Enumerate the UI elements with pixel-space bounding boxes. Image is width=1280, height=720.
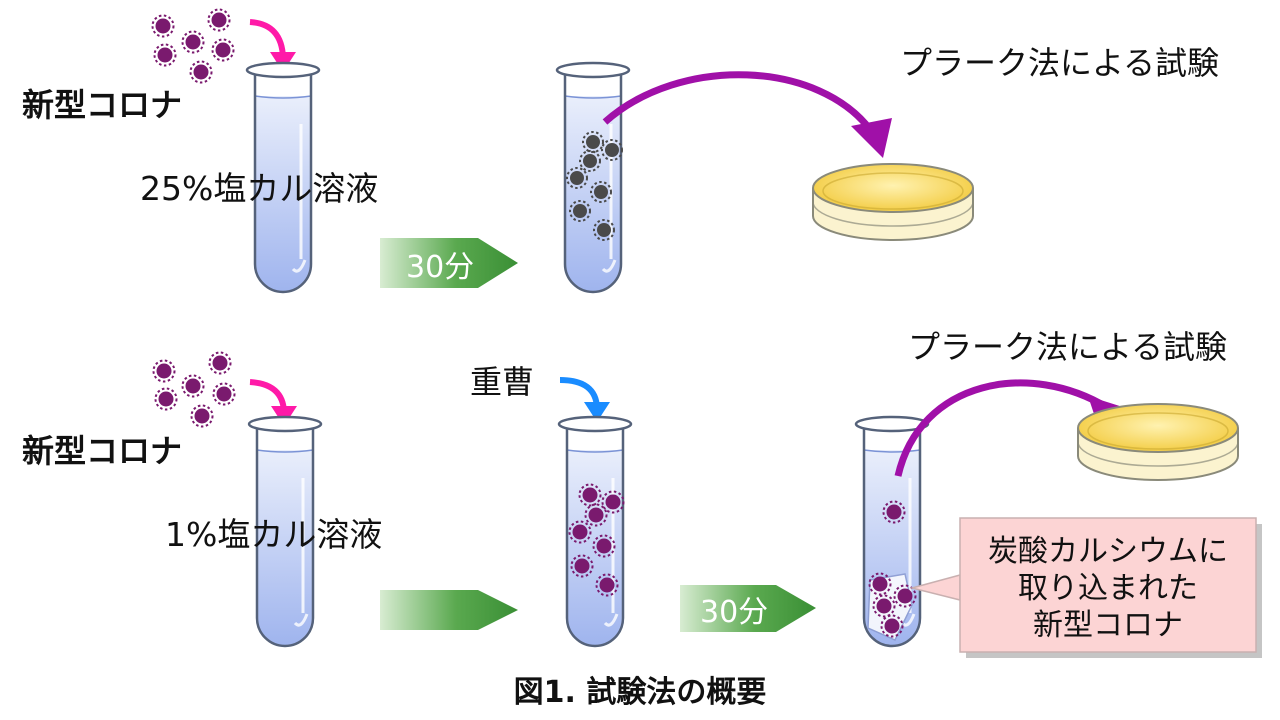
petri-dish-icon (812, 163, 974, 241)
virus-icon (181, 30, 205, 54)
virus-icon (212, 382, 236, 406)
step-arrow-icon (380, 590, 518, 630)
virus-icon (154, 387, 178, 411)
callout-line-3: 新型コロナ (1033, 608, 1183, 643)
row1-test-label: プラーク法による試験 (900, 44, 1219, 82)
figure-caption: 図1. 試験法の概要 (514, 675, 767, 710)
callout-line-2: 取り込まれた (1018, 571, 1198, 606)
arrowhead-icon (584, 402, 610, 422)
row2-step-arrow: 30分 (680, 585, 816, 632)
virus-icon (207, 8, 231, 32)
step-arrow-icon (380, 238, 518, 288)
petri-dish-icon (1077, 403, 1239, 481)
virus-icon (152, 359, 176, 383)
row2-solution-label: 1%塩カル溶液 (165, 515, 382, 554)
virus-icon (181, 374, 205, 398)
test-tube-icon (557, 415, 633, 648)
arrowhead-icon (851, 118, 892, 158)
row1-virus-label: 新型コロナ (22, 86, 182, 124)
virus-icon (190, 404, 214, 428)
row1-step-arrow: 30分 (380, 238, 518, 288)
callout-line-1: 炭酸カルシウムに (988, 534, 1228, 569)
virus-icon (189, 60, 213, 84)
virus-icon (208, 351, 232, 375)
curved-arrow-icon (894, 379, 1110, 477)
callout-box: 炭酸カルシウムに 取り込まれた 新型コロナ (909, 517, 1262, 658)
row2-virus-label: 新型コロナ (22, 432, 182, 470)
row1-solution-label: 25%塩カル溶液 (140, 169, 378, 208)
calcium-carbonate-cluster (867, 572, 917, 641)
virus-icon (151, 14, 175, 38)
row2-virus-cluster (152, 351, 236, 428)
row2-additive-label: 重曹 (470, 363, 534, 401)
step-arrow-icon (680, 585, 816, 632)
virus-icon (211, 38, 235, 62)
row1-virus-cluster (151, 8, 235, 84)
curved-arrow-icon (602, 71, 875, 135)
row2-step-arrow-label: 30分 (700, 595, 768, 630)
row2-test-label: プラーク法による試験 (908, 328, 1227, 366)
row1-step-arrow-label: 30分 (406, 250, 474, 285)
virus-icon (153, 43, 177, 67)
